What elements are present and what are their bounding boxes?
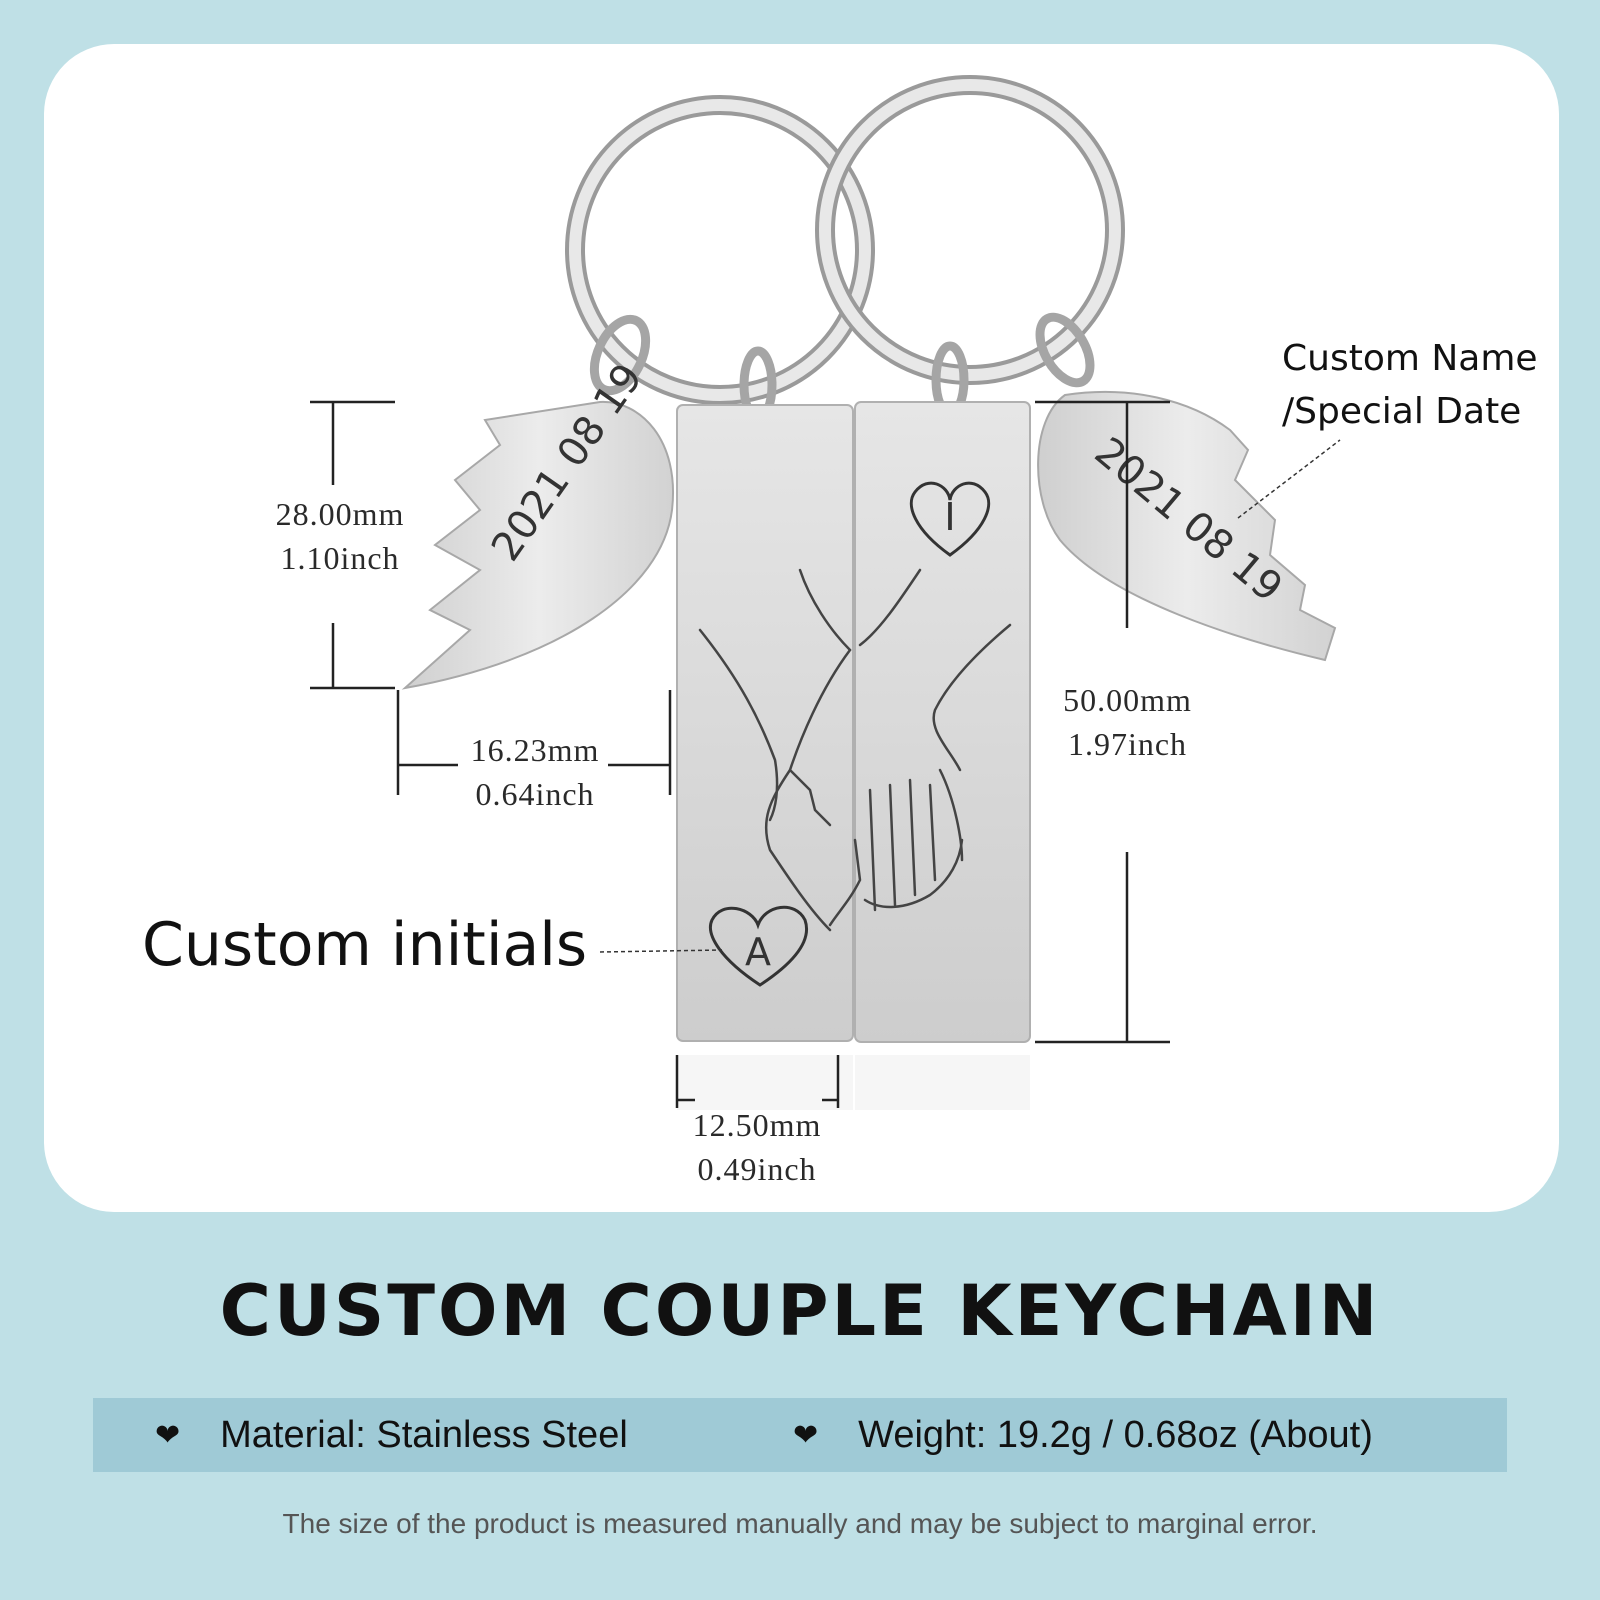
material-label: Material: Stainless Steel	[220, 1413, 628, 1456]
heart-half-right	[1037, 390, 1337, 662]
page-title: CUSTOM COUPLE KEYCHAIN	[219, 1270, 1381, 1352]
left-initial-engraving: A	[745, 930, 771, 974]
key-ring-right	[815, 75, 1125, 385]
dimension-heart-height: 28.00mm 1.10inch	[255, 492, 425, 580]
size-disclaimer: The size of the product is measured manu…	[282, 1508, 1318, 1539]
custom-initials-label: Custom initials	[142, 910, 588, 980]
heart-half-left	[401, 400, 675, 690]
heart-height-mm: 28.00mm	[275, 496, 405, 532]
initial-heart-left	[709, 905, 808, 987]
spec-bar: ❤ Material: Stainless Steel ❤ Weight: 19…	[93, 1398, 1507, 1472]
holding-hands-engraving	[698, 568, 1012, 932]
spec-weight: ❤ Weight: 19.2g / 0.68oz (About)	[793, 1398, 1373, 1472]
heart-bullet-icon: ❤	[793, 1417, 819, 1453]
heart-height-inch: 1.10inch	[280, 540, 400, 576]
bar-tag-left	[676, 404, 854, 1042]
spec-material: ❤ Material: Stainless Steel	[155, 1398, 628, 1472]
jump-ring-left-heart	[589, 314, 651, 396]
keychain-illustration: 2021 08 19 2021 08 19 I A	[310, 75, 1341, 1110]
key-ring-left	[565, 95, 875, 405]
bar-width-mm: 12.50mm	[692, 1107, 822, 1143]
heart-bullet-icon: ❤	[155, 1417, 181, 1453]
bar-width-inch: 0.49inch	[697, 1151, 817, 1187]
dimension-bar-height: 50.00mm 1.97inch	[1040, 678, 1215, 766]
custom-name-label: Custom Name	[1282, 338, 1538, 379]
dimension-lines	[310, 400, 1170, 1108]
right-initial-engraving: I	[944, 495, 955, 539]
callout-leaders	[599, 439, 1341, 953]
bar-height-mm: 50.00mm	[1063, 682, 1192, 718]
dimension-bar-width: 12.50mm 0.49inch	[672, 1103, 842, 1191]
dimension-heart-width: 16.23mm 0.64inch	[450, 728, 620, 816]
bar-height-inch: 1.97inch	[1067, 726, 1188, 762]
custom-name-callout: Custom Name /Special Date	[1282, 332, 1538, 438]
initial-heart-right	[909, 481, 991, 557]
bar-tag-right	[854, 401, 1031, 1043]
heart-width-mm: 16.23mm	[470, 732, 600, 768]
special-date-label: /Special Date	[1282, 391, 1522, 432]
heart-width-inch: 0.64inch	[475, 776, 595, 812]
weight-label: Weight: 19.2g / 0.68oz (About)	[858, 1413, 1373, 1456]
jump-ring-right-heart	[1035, 312, 1095, 388]
